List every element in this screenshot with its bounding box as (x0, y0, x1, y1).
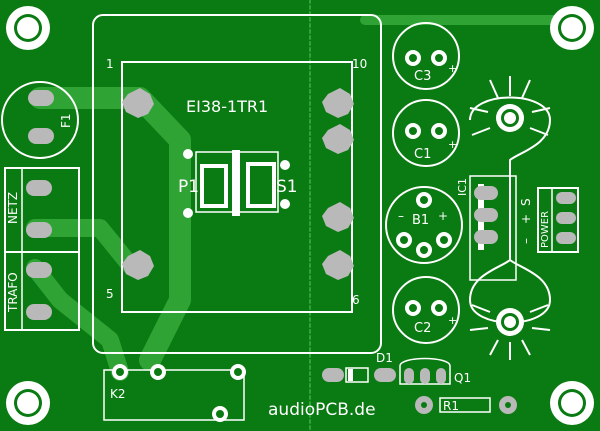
power-pad-3 (556, 232, 576, 244)
b1-minus: – (398, 209, 404, 223)
ic1-label: IC1 (456, 178, 469, 196)
secondary-label: S1 (276, 177, 298, 197)
transformer-pin-6-pad (322, 250, 354, 280)
transformer-pad-3 (322, 202, 354, 232)
q1-label: Q1 (454, 371, 471, 385)
pin-5-label: 5 (106, 287, 114, 301)
transistor-q1: Q1 (399, 357, 471, 385)
c3-label: C3 (414, 69, 431, 84)
c2-label: C2 (414, 321, 431, 336)
b1-label: B1 (412, 213, 429, 228)
power-connector: POWER – + S (519, 187, 579, 253)
copper-traces (26, 0, 565, 431)
diode-d1: D1 (322, 351, 396, 383)
trafo-pad-2 (26, 304, 52, 320)
ic1-pin-1 (474, 186, 498, 200)
brand-url: audioPCB.de (268, 400, 376, 420)
relay-k2: K2 (103, 364, 246, 422)
terminal-block: NETZ TRAFO (4, 167, 80, 331)
transformer-footprint: 1 10 5 6 EI38-1TR1 P1 S1 (92, 14, 382, 354)
trafo-pad-1 (26, 262, 52, 278)
netz-pad-1 (26, 180, 52, 196)
trace-fuse-to-transformer (29, 87, 191, 371)
rectifier-b1: B1 + – (385, 186, 463, 264)
resistor-r1: R1 (415, 396, 517, 414)
primary-label: P1 (178, 177, 199, 197)
r1-label: R1 (443, 399, 459, 413)
heatsink-ic1: IC1 (456, 76, 552, 360)
ic1-pin-2 (474, 208, 498, 222)
capacitor-c2: C2 + (392, 276, 460, 344)
pin-1-label: 1 (106, 57, 114, 71)
trace-netz-lower (26, 219, 139, 274)
d1-pad-1 (322, 368, 344, 382)
capacitor-c3: C3 + (392, 22, 460, 90)
k2-label: K2 (110, 387, 126, 401)
trace-trafo-loop (26, 259, 129, 381)
trafo-label: TRAFO (6, 272, 20, 313)
c2-plus: + (448, 314, 457, 327)
power-label: POWER (540, 211, 551, 248)
power-s: S (519, 198, 533, 206)
fuse-pad-bottom (28, 128, 54, 144)
fuse-pad-top (28, 90, 54, 106)
power-pad-1 (556, 192, 576, 204)
c3-plus: + (448, 62, 457, 75)
pin-6-label: 6 (352, 293, 360, 307)
c1-plus: + (448, 138, 457, 151)
c1-label: C1 (414, 147, 431, 162)
b1-plus: + (438, 209, 448, 223)
netz-pad-2 (26, 222, 52, 238)
transformer-pad-2 (322, 124, 354, 154)
netz-label: NETZ (6, 192, 20, 224)
transformer-pin-10-pad (322, 88, 354, 118)
d1-pad-2 (374, 368, 396, 382)
power-minus: – (519, 238, 533, 244)
ic1-pin-3 (474, 230, 498, 244)
power-plus: + (519, 214, 533, 224)
power-pad-2 (556, 212, 576, 224)
transformer-pin-5-pad (122, 250, 154, 280)
pin-10-label: 10 (352, 57, 367, 71)
d1-label: D1 (376, 351, 393, 365)
transformer-label: EI38-1TR1 (186, 97, 268, 116)
capacitor-c1: C1 + (392, 99, 460, 167)
fuse-f1: F1 (1, 81, 79, 159)
transformer-pin-1-pad (122, 88, 154, 118)
fuse-label: F1 (59, 113, 73, 128)
mounting-holes (6, 6, 594, 425)
